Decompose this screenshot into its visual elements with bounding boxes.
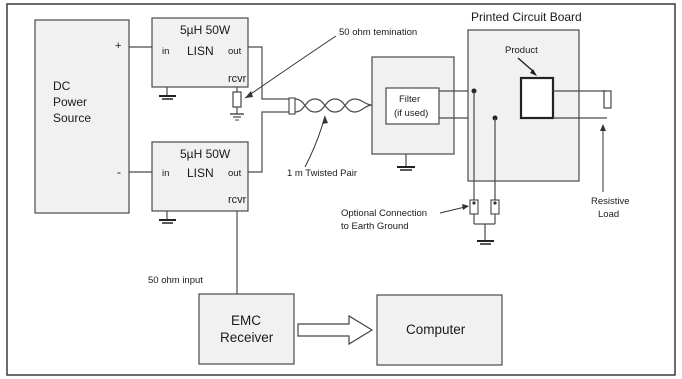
filter-enclosure: Filter (if used) [371,56,455,155]
power-source-line1: DC [53,79,71,93]
twisted-pair-label: 1 m Twisted Pair [287,168,357,179]
optional-earth-switches [469,91,500,245]
product-block [519,76,555,120]
emc-receiver-line1: EMC [231,313,261,328]
lisn-top: 5µH 50W LISN in out rcvr [151,17,249,88]
lisn-bottom-rcvr: rcvr [228,194,247,206]
resistive-load-line2: Load [598,209,619,220]
wire-lisn-top-out [248,46,290,100]
resistive-load-resistor [603,90,612,109]
twisted-pair-connector [288,97,296,115]
computer-label: Computer [406,322,466,337]
emc-receiver-line2: Receiver [220,330,274,345]
lisn-top-name: LISN [187,44,214,58]
ground-symbol-lisn-bottom [159,211,176,224]
dc-power-source: DC Power Source + - [34,19,130,214]
lisn-top-rcvr: rcvr [228,73,247,85]
product-label: Product [505,45,538,56]
twisted-pair-cable [294,98,373,113]
receiver-to-computer-arrow [297,314,374,346]
pcb-title: Printed Circuit Board [471,10,582,24]
filter-label-line2: (if used) [394,108,428,119]
product-arrow [517,57,535,73]
lisn-top-rating: 5µH 50W [180,23,231,37]
plus-terminal-label: + [115,40,121,52]
lisn-bottom-in: in [162,168,169,179]
optional-connection-line1: Optional Connection [341,208,427,219]
ground-symbol-lisn-top [159,87,176,100]
lisn-top-out: out [228,46,242,57]
resistive-load-line1: Resistive [591,196,630,207]
termination-label: 50 ohm temination [339,27,417,38]
optional-connection-line2: to Earth Ground [341,221,409,232]
lisn-bottom-rating: 5µH 50W [180,147,231,161]
optional-connection-arrow [439,206,466,214]
input-label: 50 ohm input [148,275,203,286]
lisn-bottom-out: out [228,168,242,179]
emc-receiver-box [198,293,295,365]
termination-resistor [230,87,244,121]
termination-arrow [244,35,337,99]
wire-lisn-bottom-out [248,111,290,173]
computer-box [376,294,503,366]
lisn-bottom: 5µH 50W LISN in out rcvr [151,141,249,212]
power-source-line3: Source [53,111,91,125]
lisn-bottom-name: LISN [187,166,214,180]
filter-label-line1: Filter [399,94,420,105]
lisn-top-in: in [162,46,169,57]
ground-symbol-filter [397,154,415,171]
power-source-line2: Power [53,95,87,109]
minus-terminal-label: - [117,165,121,179]
